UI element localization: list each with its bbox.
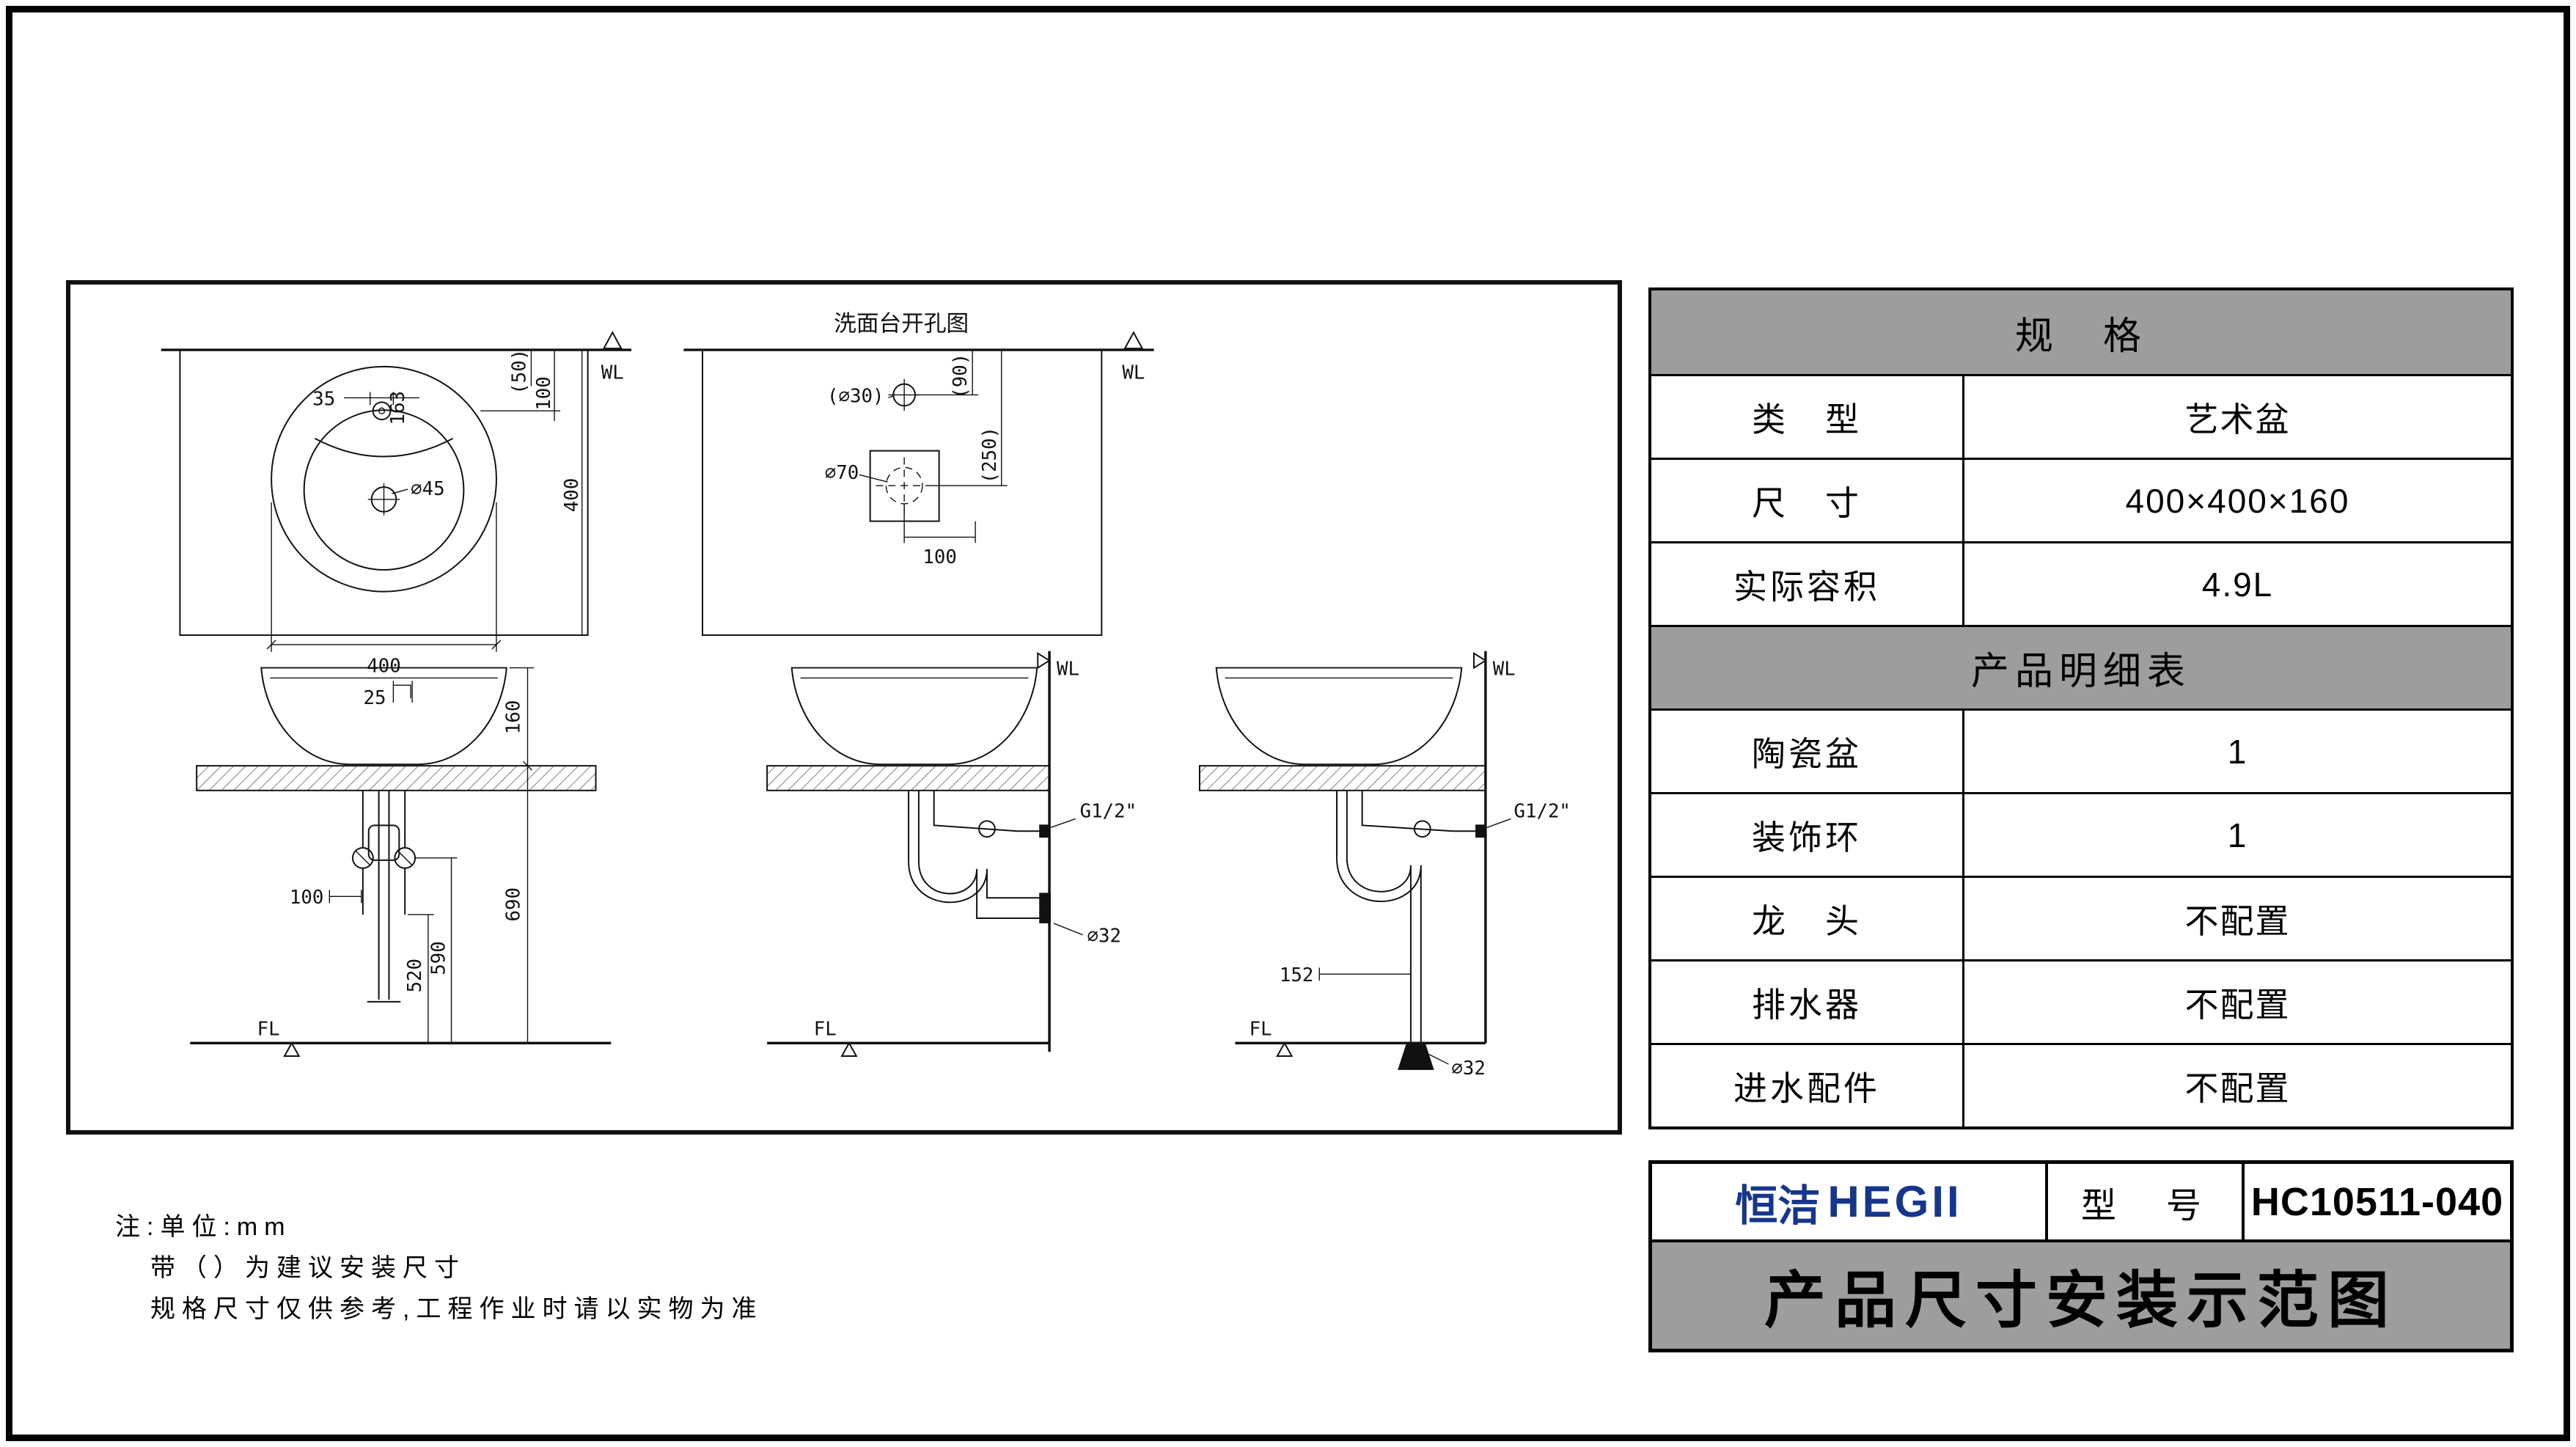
spec-label: 进水配件 — [1651, 1045, 1964, 1127]
dim-faucet-width: 35 — [312, 388, 335, 410]
brand-logo-cn: 恒洁 — [1735, 1182, 1821, 1230]
model-label: 型 号 — [2048, 1164, 2245, 1239]
dim-drain-dia: ∅45 — [411, 478, 444, 500]
wall-inlet-fitting — [1039, 824, 1050, 838]
installation-drawing: 35 163 ∅45 400 (50) 100 400 WL 洗面台开孔图 — [161, 310, 1571, 1080]
spec-label: 装饰环 — [1651, 794, 1964, 876]
floor-drain-fitting — [1398, 1043, 1434, 1070]
wl-label: WL — [1122, 362, 1145, 384]
page-border — [6, 6, 2570, 1441]
table-row: 陶瓷盆 1 — [1651, 708, 2511, 792]
dim-offset: 152 — [1280, 964, 1313, 986]
fl-marker — [283, 1041, 301, 1058]
spec-value: 1 — [2227, 816, 2248, 854]
dim-depth-100: 100 — [533, 376, 555, 410]
dim-drain-dia: ∅32 — [1451, 1058, 1485, 1080]
fl-label: FL — [1250, 1018, 1272, 1040]
diagram-title: 产品尺寸安装示范图 — [1652, 1239, 2510, 1349]
countertop — [1198, 765, 1486, 791]
spec-section-header: 规 格 — [1651, 290, 2511, 374]
dim-pipe-gap: 100 — [290, 887, 323, 909]
dim-inlet: G1/2" — [1080, 800, 1137, 822]
dim-depth-400: 400 — [561, 478, 583, 512]
spec-value: 不配置 — [2184, 901, 2291, 940]
table-row: 排水器 不配置 — [1651, 959, 2511, 1043]
bottle-trap — [367, 824, 400, 861]
supply-valve — [1413, 820, 1431, 838]
wall-drain-view: WL G1/2" ∅32 FL — [766, 651, 1137, 1058]
spec-value: 艺术盆 — [2184, 400, 2291, 439]
dim-drain-dist: (250) — [979, 427, 1001, 483]
dim-width-400: 400 — [367, 655, 400, 677]
countertop — [766, 765, 1051, 791]
spec-label: 实际容积 — [1651, 543, 1964, 625]
spec-value: 1 — [2227, 732, 2248, 771]
wl-marker — [1037, 651, 1051, 670]
note-line-2: 带（）为建议安装尺寸 — [150, 1254, 466, 1283]
dim-inlet: G1/2" — [1513, 800, 1570, 822]
wl-label: WL — [1057, 658, 1079, 680]
wall-drain-fitting — [1039, 893, 1052, 923]
title-block: 恒洁 HEGII 型 号 HC10511-040 产品尺寸安装示范图 — [1648, 1160, 2514, 1352]
spec-value: 400×400×160 — [2125, 481, 2350, 520]
dim-wall-gap: (50) — [509, 349, 531, 395]
table-row: 龙 头 不配置 — [1651, 876, 2511, 959]
fl-label: FL — [814, 1018, 837, 1040]
table-row: 装饰环 1 — [1651, 792, 2511, 876]
wl-marker — [602, 331, 623, 350]
countertop — [196, 765, 597, 791]
cutout-title: 洗面台开孔图 — [834, 310, 969, 336]
fl-marker — [840, 1041, 858, 1058]
spec-value: 4.9L — [2201, 565, 2274, 604]
drawing-panel: 35 163 ∅45 400 (50) 100 400 WL 洗面台开孔图 — [66, 280, 1622, 1135]
dim-edge-dist: 100 — [922, 546, 956, 568]
wall-inlet-fitting — [1475, 824, 1486, 838]
dim-valve-height: 590 — [428, 941, 450, 975]
spec-section-header: 产品明细表 — [1651, 625, 2511, 708]
wl-marker — [1473, 651, 1487, 670]
spec-label: 尺 寸 — [1651, 460, 1964, 541]
fl-marker — [1276, 1041, 1293, 1058]
spec-label: 龙 头 — [1651, 878, 1964, 959]
dim-faucet-dist: (90) — [950, 353, 972, 399]
dim-rim: 25 — [364, 687, 386, 709]
dim-counter-height: 690 — [503, 887, 525, 921]
spec-label: 类 型 — [1651, 376, 1964, 458]
dim-drain-dia: ∅32 — [1087, 926, 1121, 948]
top-view: 35 163 ∅45 400 (50) 100 400 WL — [161, 331, 632, 677]
spec-value: 不配置 — [2184, 985, 2291, 1024]
notes: 注:单位:mm 带（）为建议安装尺寸 规格尺寸仅供参考,工程作业时请以实物为准 — [115, 1206, 763, 1330]
note-line-3: 规格尺寸仅供参考,工程作业时请以实物为准 — [150, 1295, 763, 1324]
brand-logo-en: HEGII — [1827, 1177, 1962, 1226]
table-row: 进水配件 不配置 — [1651, 1043, 2511, 1127]
wl-label: WL — [1493, 658, 1516, 680]
wl-marker — [1123, 331, 1144, 350]
fl-label: FL — [257, 1018, 280, 1040]
spec-table: 规 格 类 型 艺术盆 尺 寸 400×400×160 实际容积 4.9L 产品… — [1648, 287, 2514, 1129]
dim-supply-height: 520 — [404, 959, 426, 992]
dim-basin-height: 160 — [503, 700, 525, 734]
spec-value: 不配置 — [2184, 1069, 2291, 1107]
faucet-hole — [372, 401, 392, 421]
floor-drain-view: WL G1/2" 152 ∅32 FL — [1198, 651, 1571, 1080]
table-row: 实际容积 4.9L — [1651, 541, 2511, 625]
dim-faucet-offset: 163 — [387, 391, 409, 425]
dim-drain-hole: ∅70 — [825, 462, 859, 484]
spec-label: 排水器 — [1651, 961, 1964, 1043]
brand-logo: 恒洁 HEGII — [1652, 1164, 2048, 1239]
wl-label: WL — [601, 362, 624, 384]
table-row: 类 型 艺术盆 — [1651, 374, 2511, 458]
table-row: 尺 寸 400×400×160 — [1651, 458, 2511, 541]
supply-valve — [978, 820, 996, 838]
model-number: HC10511-040 — [2250, 1179, 2504, 1224]
dim-faucet-hole: (∅30) — [827, 385, 884, 407]
cutout-view: 洗面台开孔图 (∅30) — [683, 310, 1154, 637]
front-view: 25 160 690 100 520 590 FL — [190, 667, 612, 1058]
spec-label: 陶瓷盆 — [1651, 711, 1964, 792]
note-line-1: 注:单位:mm — [115, 1213, 292, 1241]
